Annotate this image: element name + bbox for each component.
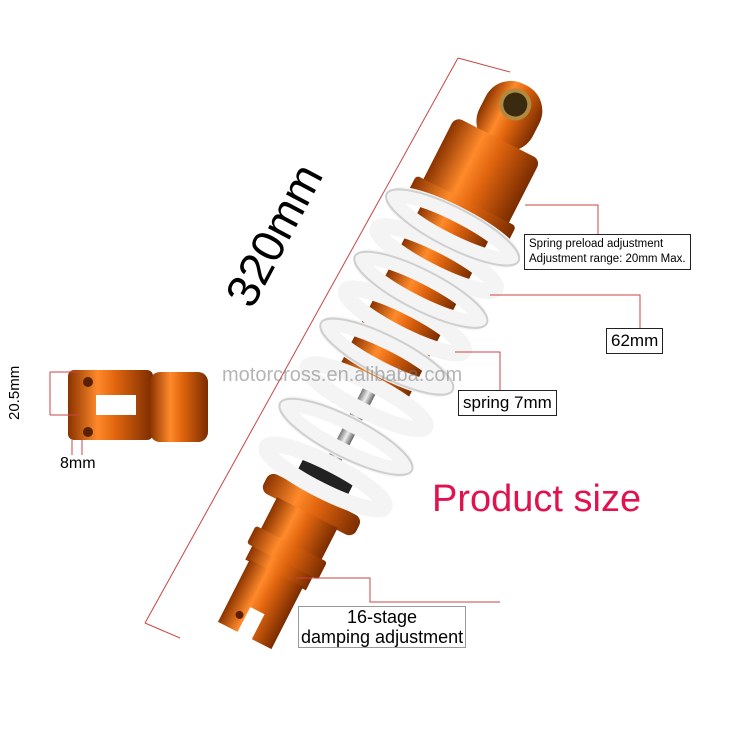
watermark-text: motorcross.en.alibaba.com (222, 364, 463, 386)
callout-lines (296, 204, 641, 603)
damping-callout: 16-stage damping adjustment (298, 606, 467, 648)
damping-line2: damping adjustment (301, 627, 464, 647)
length-dimension-line (144, 57, 511, 639)
spring-preload-callout: Spring preload adjustment Adjustment ran… (524, 234, 691, 270)
diameter-label: 62mm (606, 328, 664, 354)
shock-absorber (217, 80, 543, 650)
clevis-detail (49, 370, 208, 455)
product-size-title: Product size (432, 478, 642, 520)
spring-thickness-label: spring 7mm (458, 390, 557, 416)
eye-width-label: 8mm (60, 455, 96, 472)
spring-preload-line2: Adjustment range: 20mm Max. (529, 253, 686, 265)
spring-preload-line1: Spring preload adjustment (529, 238, 664, 250)
eye-height-label: 20.5mm (6, 365, 23, 420)
damping-line1: 16-stage (347, 607, 418, 627)
